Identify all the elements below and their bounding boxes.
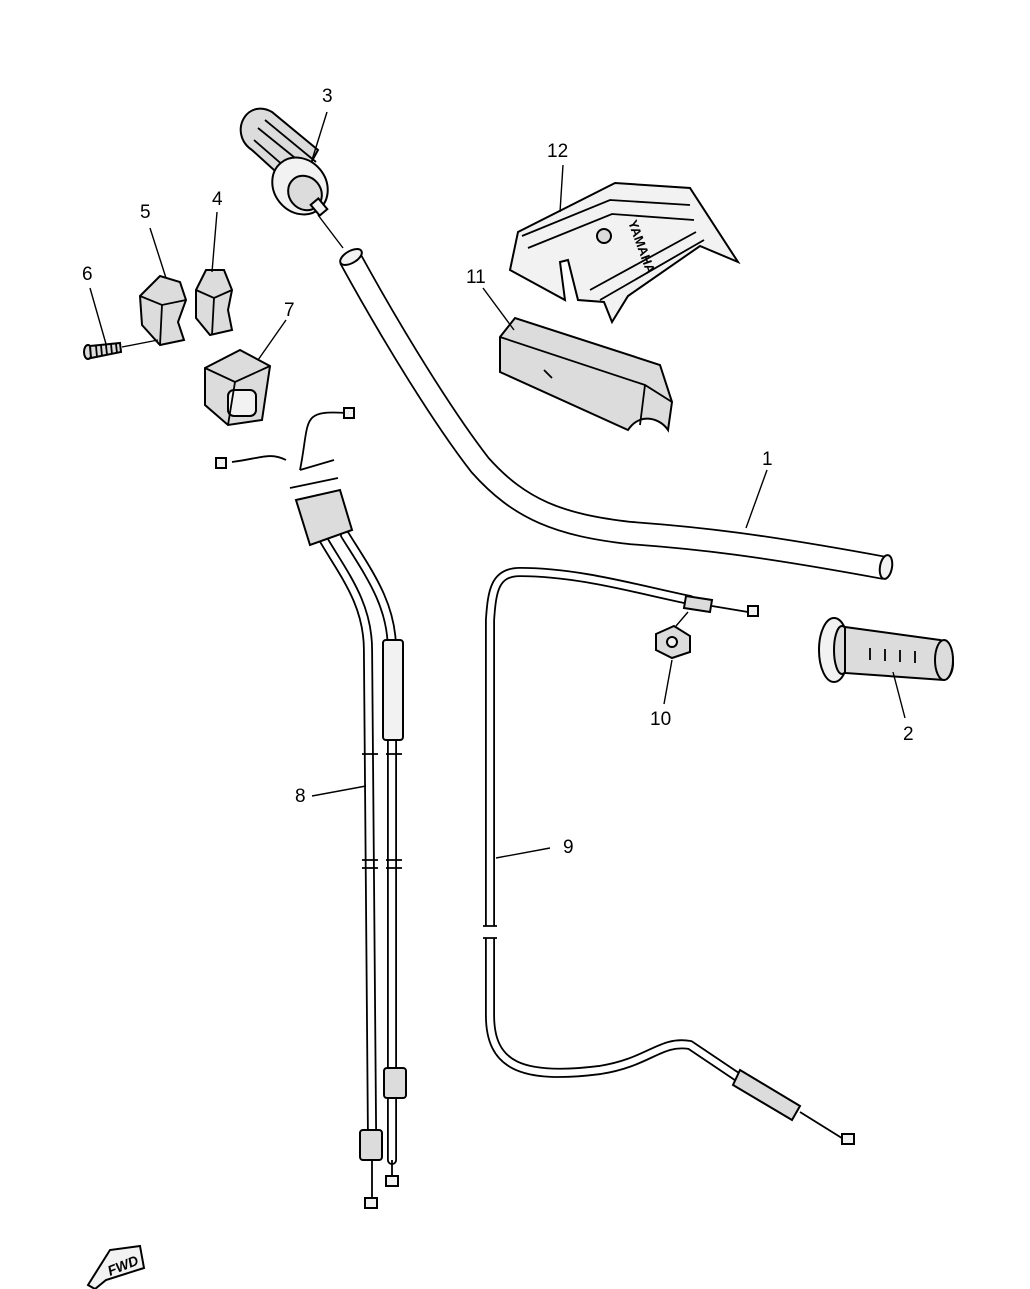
throttle-cable[interactable] <box>215 407 407 1209</box>
handlebar-holder-upper[interactable] <box>138 274 188 347</box>
callout-3: 3 <box>322 86 333 107</box>
callout-8: 8 <box>295 786 306 807</box>
right-grip[interactable] <box>818 617 954 683</box>
callout-10: 10 <box>650 709 671 730</box>
callout-6: 6 <box>82 264 93 285</box>
clutch-cable[interactable] <box>482 567 855 1145</box>
callout-9: 9 <box>563 837 574 858</box>
callout-5: 5 <box>140 202 151 223</box>
throttle-grip[interactable] <box>239 107 344 249</box>
leader-lines <box>89 111 906 859</box>
handlebar-pad[interactable] <box>499 316 674 433</box>
callouts: 1 2 3 4 5 6 7 8 9 10 11 12 <box>82 86 914 858</box>
fwd-arrow-icon: FWD <box>86 1244 146 1289</box>
bolt[interactable] <box>83 339 159 360</box>
holder-block[interactable] <box>204 348 272 427</box>
handlebar-holder-lower[interactable] <box>195 269 234 337</box>
callout-11: 11 <box>466 267 486 288</box>
handlebar[interactable] <box>338 246 894 580</box>
callout-2: 2 <box>903 724 914 745</box>
cable-adjuster[interactable] <box>655 611 691 660</box>
callout-12: 12 <box>547 141 568 162</box>
callout-1: 1 <box>762 449 773 470</box>
handlebar-pad-cover[interactable]: YAMAHA <box>508 181 741 325</box>
callout-4: 4 <box>212 189 223 210</box>
callout-7: 7 <box>284 300 295 321</box>
